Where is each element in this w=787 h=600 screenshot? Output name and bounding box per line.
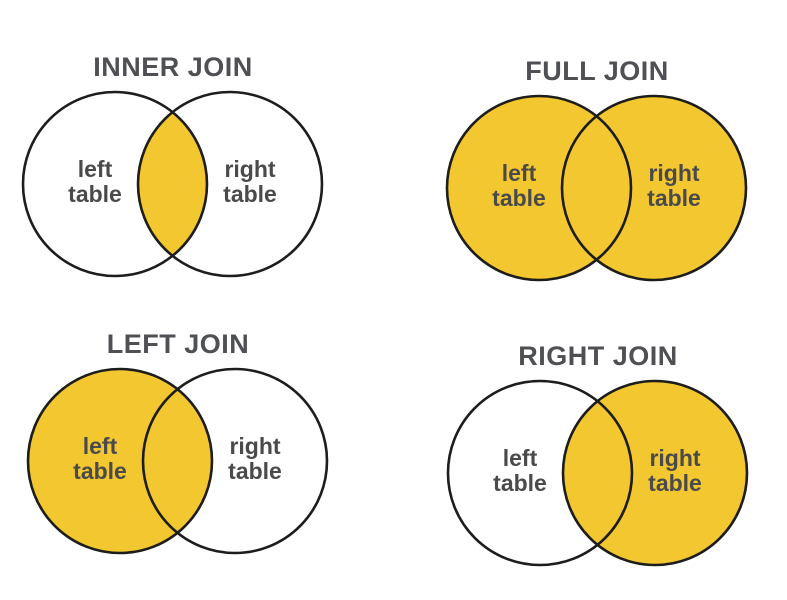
right-table-label-line1: right xyxy=(224,156,275,182)
full-join-quadrant: FULL JOIN left table right table xyxy=(442,54,752,288)
right-join-title: RIGHT JOIN xyxy=(518,341,678,371)
right-table-label-line2: table xyxy=(228,458,282,484)
right-table-label-line1: right xyxy=(229,433,280,459)
full-join-title: FULL JOIN xyxy=(525,56,669,86)
right-table-label-line2: table xyxy=(647,185,701,211)
left-table-label-line2: table xyxy=(68,181,122,207)
intersection-lens xyxy=(562,116,631,260)
left-join-quadrant: LEFT JOIN left table right table xyxy=(23,327,333,561)
right-circle-outline xyxy=(561,379,749,567)
inner-join-title: INNER JOIN xyxy=(93,52,253,82)
right-circle-outline xyxy=(136,90,324,278)
right-table-label-line2: table xyxy=(648,470,702,496)
inner-join-venn-diagram: left table right table xyxy=(21,90,324,278)
full-join-venn-diagram: left table right table xyxy=(445,94,748,282)
left-table-label-line2: table xyxy=(493,470,547,496)
left-join-title: LEFT JOIN xyxy=(106,329,250,359)
left-table-label-line2: table xyxy=(73,458,127,484)
left-circle-outline xyxy=(21,90,209,278)
left-join-venn-diagram: left table right table xyxy=(26,367,329,555)
right-table-label-line2: table xyxy=(223,181,277,207)
left-circle-outline xyxy=(446,379,634,567)
right-circle-outline xyxy=(141,367,329,555)
intersection-lens xyxy=(138,112,207,256)
intersection-lens xyxy=(143,389,212,533)
inner-join-quadrant: INNER JOIN left table right table xyxy=(18,50,328,284)
left-circle-outline xyxy=(26,367,214,555)
left-table-label-line1: left xyxy=(78,156,113,182)
right-join-venn-diagram: left table right table xyxy=(446,379,749,567)
right-circle-outline xyxy=(560,94,748,282)
left-table-label-line1: left xyxy=(502,160,537,186)
right-table-label-line1: right xyxy=(649,445,700,471)
intersection-lens xyxy=(563,401,632,545)
left-table-label-line2: table xyxy=(492,185,546,211)
right-table-label-line1: right xyxy=(648,160,699,186)
left-table-label-line1: left xyxy=(83,433,118,459)
left-circle-outline xyxy=(445,94,633,282)
left-table-label-line1: left xyxy=(503,445,538,471)
right-join-quadrant: RIGHT JOIN left table right table xyxy=(443,339,753,573)
